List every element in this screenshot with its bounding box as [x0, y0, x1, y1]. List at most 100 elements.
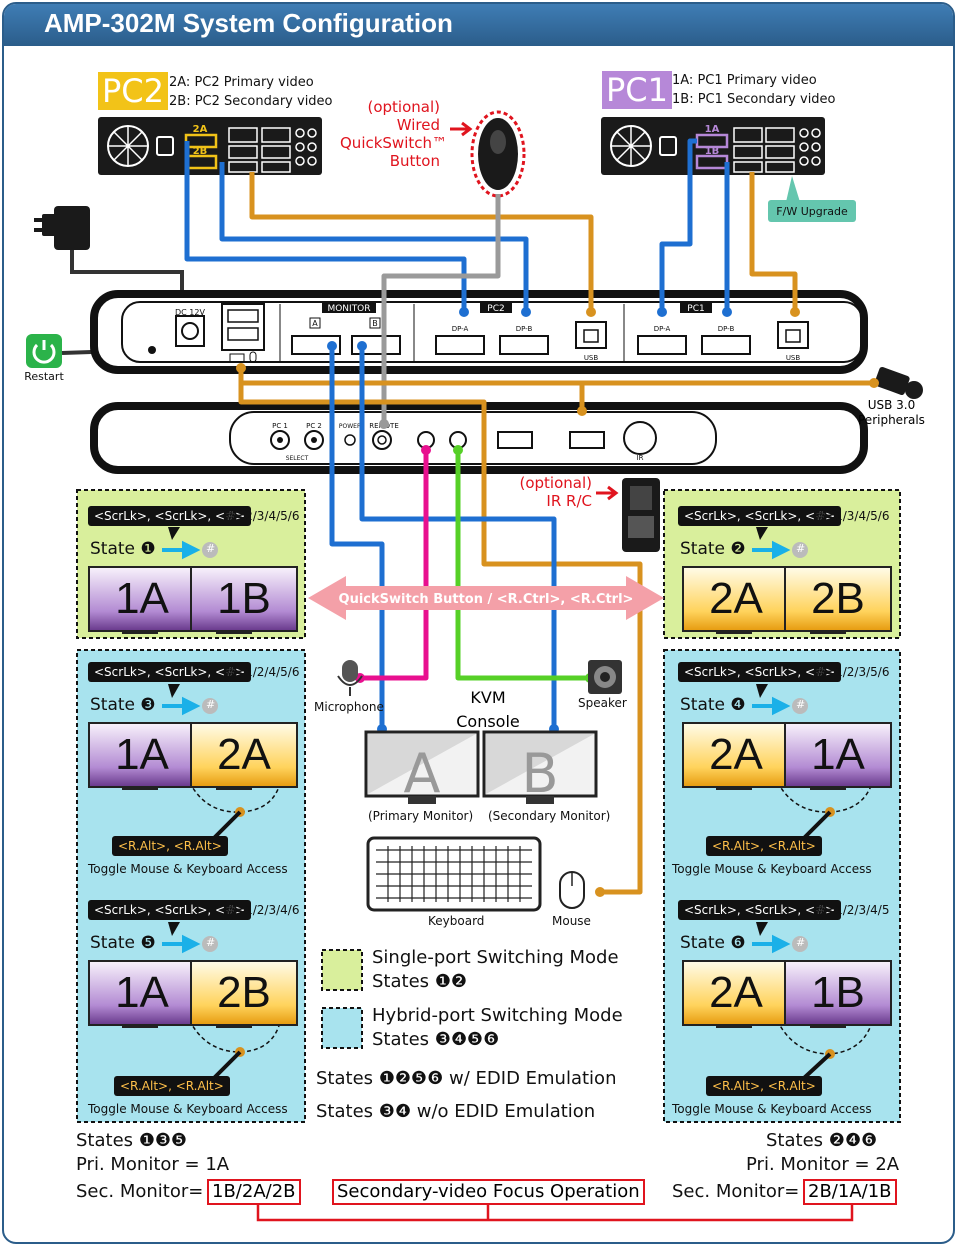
state-5-hash-symbol: #: [206, 936, 216, 949]
pc1-desc-line2: 1B: PC1 Secondary video: [672, 92, 836, 107]
state-5-number: ❺: [140, 933, 156, 953]
usb-drive-icon: [874, 366, 923, 399]
pc2-rear-panel: [98, 117, 322, 175]
pc2-desc-line2: 2B: PC2 Secondary video: [169, 94, 333, 109]
pc2-badge: PC2: [98, 72, 168, 110]
monitor-b-label: B: [372, 319, 378, 328]
state-2-hash: #=1/3/4/5/6: [815, 509, 890, 523]
state-3-number: ❸: [140, 695, 156, 715]
state-5-keys: <ScrLk>, <ScrLk>, <#>: [88, 900, 252, 920]
rear-pc2-label: PC2: [487, 304, 504, 314]
state-5-label: State ❺: [90, 933, 156, 953]
state-6-number: ❻: [730, 933, 746, 953]
ir-remote-icon: [622, 478, 660, 552]
state-1-label: State ❶: [90, 539, 156, 559]
power-label: POWER: [339, 423, 361, 430]
pc2-dp-a-label: DP-A: [452, 325, 469, 333]
state-6-keys: <ScrLk>, <ScrLk>, <#>: [678, 900, 842, 920]
title-bar: AMP-302M System Configuration: [4, 4, 953, 46]
toggle-dots: [212, 807, 835, 1080]
monitor-stands: [122, 630, 846, 1028]
quickswitch-double-arrow: [308, 576, 664, 620]
state-4-hash: #=1/2/3/5/6: [815, 665, 890, 679]
legend-hybrid: Hybrid-port Switching Mode States ❸❹❺❻: [372, 1004, 623, 1052]
amp-front-panel: [90, 402, 868, 474]
state-6-hash-symbol: #: [796, 936, 806, 949]
pc2-dp-b-label: DP-B: [516, 325, 533, 333]
focus-operation-bracket: [256, 1202, 854, 1222]
pc1-badge: PC1: [602, 71, 672, 109]
state-1-right-monitor: 1B: [190, 566, 298, 632]
bottom-left-secondary-value: 1B/2A/2B: [207, 1179, 301, 1205]
state-1-word: State: [90, 539, 135, 559]
state-1-number: ❶: [140, 539, 156, 559]
state-4-hash-symbol: #: [796, 698, 806, 711]
state-4-word: State: [680, 695, 725, 715]
rear-pc1-label: PC1: [687, 304, 704, 314]
pc2-usb-label: USB: [584, 354, 599, 362]
monitor-a-label: A: [312, 319, 318, 328]
legend-edid-with: States ❶❷❺❻ w/ EDID Emulation: [316, 1068, 617, 1089]
legend-hybrid-line2: States ❸❹❺❻: [372, 1029, 500, 1050]
state-3-word: State: [90, 695, 135, 715]
kvm-label-line2: Console: [456, 712, 520, 731]
fw-upgrade-label: F/W Upgrade: [776, 205, 848, 218]
primary-monitor-label: (Primary Monitor): [368, 809, 474, 823]
hybrid-left-box: [76, 649, 306, 1123]
state-5-word: State: [90, 933, 135, 953]
state-6-right-monitor: 1B: [784, 960, 892, 1026]
fw-callout-pointer: [786, 176, 800, 202]
pc2-description: 2A: PC2 Primary video 2B: PC2 Secondary …: [169, 73, 333, 111]
state-2-hash-symbol: #: [796, 542, 806, 555]
state-5-right-monitor: 2B: [190, 960, 298, 1026]
pc1-usb-label: USB: [786, 354, 801, 362]
state-2-label: State ❷: [680, 539, 746, 559]
pc1-dp-a-label: DP-A: [654, 325, 671, 333]
microphone-icon: [337, 660, 363, 696]
mouse-icon: [559, 871, 585, 909]
state-3-hash-symbol: #: [206, 698, 216, 711]
legend-single: Single-port Switching Mode States ❶❷: [372, 946, 619, 994]
state-2-right-monitor: 2B: [784, 566, 892, 632]
console-monitor-b: B: [521, 742, 558, 805]
keyboard-label: Keyboard: [428, 914, 485, 928]
state-4-left-monitor: 2A: [682, 722, 790, 788]
state-6-label: State ❻: [680, 933, 746, 953]
legend-edid-without: States ❸❹ w/o EDID Emulation: [316, 1101, 596, 1122]
power-adapter-icon: [34, 206, 90, 250]
amp-rear-panel: [90, 290, 868, 374]
fw-upgrade-box: [768, 200, 856, 222]
state-5-ralt-keys: <R.Alt>, <R.Alt>: [114, 1076, 230, 1096]
state-3-ralt-keys: <R.Alt>, <R.Alt>: [112, 836, 228, 856]
state-3-label: State ❸: [90, 695, 156, 715]
monitor-port-label: MONITOR: [327, 304, 370, 314]
pc1-description: 1A: PC1 Primary video 1B: PC1 Secondary …: [672, 71, 836, 109]
hybrid-right-box: [663, 649, 901, 1123]
console-monitors: [364, 730, 598, 804]
focus-operation-label: Secondary-video Focus Operation: [332, 1179, 645, 1205]
state-1-left-monitor: 1A: [88, 566, 196, 632]
wire-dots: [236, 307, 879, 897]
ir-pointer-arrow: [596, 485, 619, 501]
state-6-toggle-text: Toggle Mouse & Keyboard Access: [672, 1102, 872, 1116]
usb-peripherals-line2: Peripherals: [858, 413, 925, 427]
state-4-keys: <ScrLk>, <ScrLk>, <#>: [678, 662, 842, 682]
kvm-console-label: KVM Console: [448, 686, 528, 734]
page-title: AMP-302M System Configuration: [44, 8, 453, 38]
state-3-hash: #=1/2/4/5/6: [225, 665, 300, 679]
legend-single-line2: States ❶❷: [372, 971, 468, 992]
state-4-label: State ❹: [680, 695, 746, 715]
ir-label: IR: [637, 454, 644, 462]
state-4-toggle-text: Toggle Mouse & Keyboard Access: [672, 862, 872, 876]
legend-single-swatch: [321, 949, 363, 991]
bottom-right-secondary-value: 2B/1A/1B: [803, 1179, 897, 1205]
quickswitch-line3: QuickSwitch™: [340, 134, 448, 152]
pc1-desc-line1: 1A: PC1 Primary video: [672, 73, 817, 88]
usb-peripherals-line1: USB 3.0: [867, 398, 916, 412]
key-callout-pointers: [168, 527, 768, 936]
ir-remote-line1: (optional): [519, 474, 593, 492]
microphone-label: Microphone: [314, 700, 384, 714]
console-monitor-a: A: [404, 742, 441, 805]
front-pc2-label: PC 2: [306, 422, 322, 430]
